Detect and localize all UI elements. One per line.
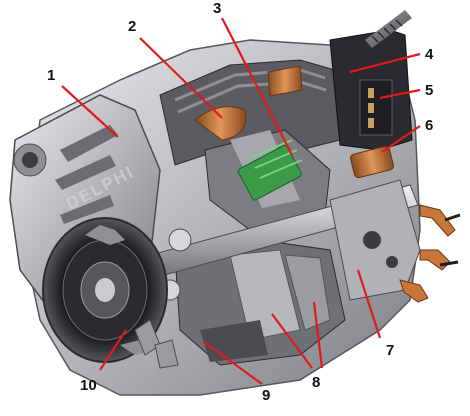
label-7: 7 <box>386 342 394 359</box>
rotor-lower <box>174 239 346 366</box>
label-5: 5 <box>425 82 433 99</box>
label-3: 3 <box>213 0 221 17</box>
rear-housing <box>329 10 421 301</box>
leader-6 <box>381 125 421 153</box>
leader-8b <box>312 301 324 369</box>
rotor <box>204 129 331 231</box>
label-6: 6 <box>425 117 433 134</box>
label-4: 4 <box>425 46 434 63</box>
label-9: 9 <box>262 387 270 404</box>
leader-5 <box>379 88 421 100</box>
label-2: 2 <box>128 18 136 35</box>
leader-8a <box>271 313 313 369</box>
label-1: 1 <box>47 67 55 84</box>
terminal-clips <box>399 204 461 303</box>
leader-4 <box>349 52 421 74</box>
leader-2 <box>139 37 223 119</box>
leader-10 <box>99 329 127 371</box>
leader-lines <box>61 17 421 385</box>
leader-3 <box>221 17 293 156</box>
callout-numbers: 1 2 3 4 5 6 7 8 9 10 <box>47 0 434 404</box>
label-8: 8 <box>312 374 320 391</box>
label-10: 10 <box>80 377 97 394</box>
leader-9 <box>203 341 263 385</box>
fan-blades <box>134 319 179 369</box>
leader-7 <box>356 269 382 339</box>
leader-1 <box>61 85 119 138</box>
pulley <box>42 217 168 363</box>
